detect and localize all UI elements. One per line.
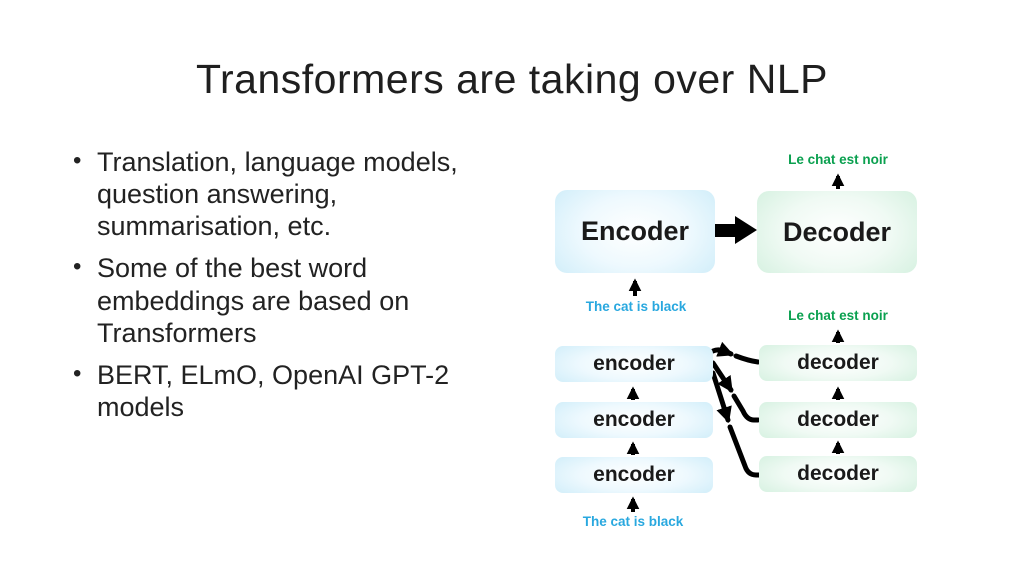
bullet-item: Translation, language models, question a… (60, 146, 460, 242)
encoder-stack-box: encoder (555, 457, 713, 493)
input-sentence-label: The cat is black (585, 299, 687, 314)
block-arrow-icon (713, 216, 757, 244)
connector-line (733, 353, 761, 365)
connector-line (727, 424, 762, 478)
bullet-item: BERT, ELmO, OpenAI GPT-2 models (60, 359, 460, 423)
output-sentence-label: Le chat est noir (788, 308, 888, 323)
bullet-item: Some of the best word embeddings are bas… (60, 252, 460, 348)
bullet-text: BERT, ELmO, OpenAI GPT-2 models (97, 359, 450, 422)
slide-title: Transformers are taking over NLP (196, 56, 828, 102)
bullet-text: Translation, language models, question a… (97, 147, 458, 242)
encoder-stack-box: encoder (555, 346, 713, 382)
connector-line (710, 360, 734, 393)
connector-line (731, 393, 761, 423)
decoder-box: Decoder (757, 191, 917, 273)
bullet-text: Some of the best word embeddings are bas… (97, 253, 410, 348)
bullet-list: Translation, language models, question a… (60, 146, 460, 433)
connector-line (710, 341, 734, 357)
input-sentence-label: The cat is black (582, 514, 684, 529)
encoder-stack-box: encoder (555, 402, 713, 438)
output-sentence-label: Le chat est noir (788, 152, 888, 167)
decoder-stack-box: decoder (759, 402, 917, 438)
decoder-stack-box: decoder (759, 345, 917, 381)
encoder-box: Encoder (555, 190, 715, 273)
decoder-stack-box: decoder (759, 456, 917, 492)
connector-line (710, 370, 732, 424)
